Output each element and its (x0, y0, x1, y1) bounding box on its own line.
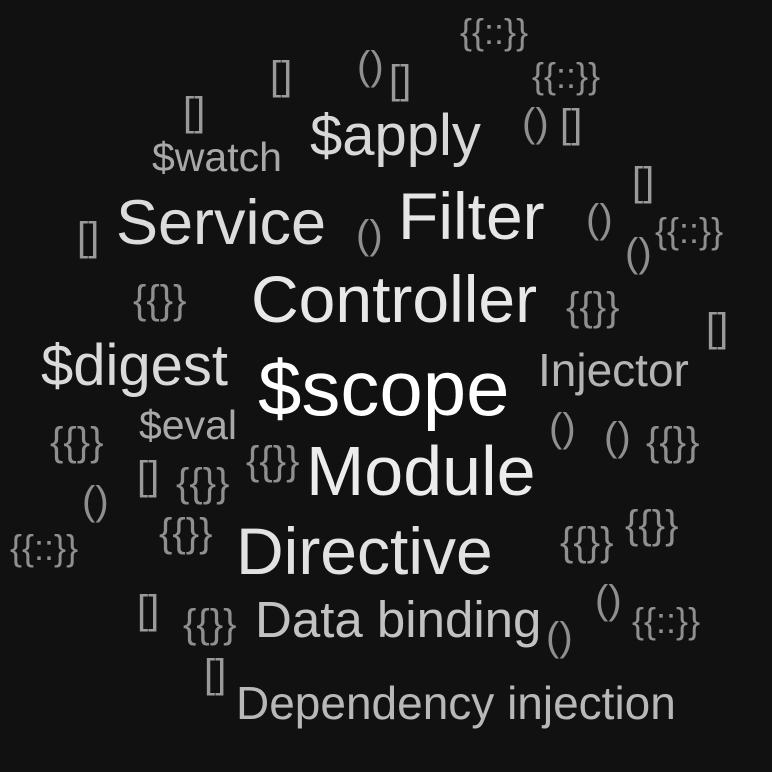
symbol-braces: {{}} (50, 420, 104, 464)
symbol-brackets: [] (137, 588, 160, 632)
symbol-double-braces: {{::}} (10, 527, 79, 568)
symbol-brackets: [] (204, 652, 227, 696)
symbol-brackets: [] (270, 54, 293, 98)
word-directive: Directive (236, 514, 493, 588)
symbol-parens: () (546, 615, 573, 659)
symbol-parens: () (604, 415, 631, 459)
word-scope: $scope (258, 344, 510, 432)
symbol-braces: {{}} (159, 511, 213, 555)
word-module: Module (306, 432, 536, 510)
word-apply: $apply (310, 103, 481, 168)
symbol-parens: () (356, 213, 383, 257)
symbol-brackets: [] (706, 306, 729, 350)
symbol-double-braces: {{::}} (655, 210, 724, 251)
symbol-parens: () (595, 578, 622, 622)
symbol-braces: {{}} (133, 278, 187, 322)
symbol-brackets: [] (560, 102, 583, 146)
symbol-brackets: [] (77, 215, 100, 259)
symbol-double-braces: {{::}} (532, 55, 601, 96)
symbol-braces: {{}} (176, 461, 230, 505)
symbol-parens: () (586, 197, 613, 241)
symbol-brackets: [] (183, 90, 206, 134)
symbol-braces: {{}} (646, 420, 700, 464)
symbol-braces: {{}} (566, 285, 620, 329)
word-filter: Filter (398, 179, 545, 253)
word-service: Service (116, 188, 327, 258)
symbol-parens: () (522, 101, 549, 145)
symbol-double-braces: {{::}} (460, 11, 529, 52)
symbol-braces: {{}} (246, 439, 300, 483)
symbol-braces: {{}} (183, 602, 237, 646)
word-dependency-injection: Dependency injection (236, 677, 676, 729)
symbol-parens: () (625, 231, 652, 275)
word-data-binding: Data binding (255, 591, 542, 648)
symbol-parens: () (549, 406, 576, 450)
symbol-parens: () (82, 479, 109, 523)
word-controller: Controller (251, 262, 538, 336)
symbol-parens: () (357, 44, 384, 88)
symbol-brackets: [] (137, 454, 160, 498)
word-digest: $digest (41, 333, 229, 398)
word-watch: $watch (152, 134, 282, 180)
symbol-braces: {{}} (560, 520, 614, 564)
symbol-double-braces: {{::}} (632, 600, 701, 641)
symbol-brackets: [] (632, 160, 655, 204)
word-injector: Injector (538, 344, 689, 396)
symbol-braces: {{}} (625, 503, 679, 547)
word-eval: $eval (139, 402, 238, 448)
symbol-brackets: [] (389, 58, 412, 102)
